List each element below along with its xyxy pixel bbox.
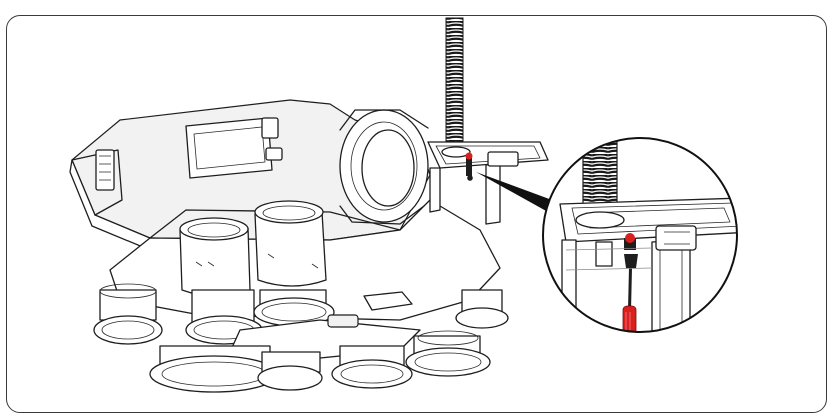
bottom-duct-ring-7	[405, 330, 491, 377]
screwdriver-icon	[622, 268, 637, 332]
mounting-bracket	[427, 141, 549, 225]
bottom-duct-ring-1	[93, 283, 163, 345]
slot-clip-right	[261, 117, 279, 139]
underside-hatch	[363, 291, 413, 311]
bottom-duct-ring-5	[257, 351, 323, 391]
flexible-duct	[445, 17, 464, 147]
underside-connector	[327, 314, 359, 328]
bottom-duct-ring-6	[331, 345, 413, 389]
detail-pointer	[476, 172, 552, 212]
bottom-duct-ring-8	[455, 289, 509, 329]
bottom-duct-ring-4	[149, 345, 279, 393]
detail-magnifier	[542, 137, 738, 333]
bracket-fixing-screw	[465, 152, 473, 181]
bottom-duct-ring-3	[253, 289, 335, 327]
